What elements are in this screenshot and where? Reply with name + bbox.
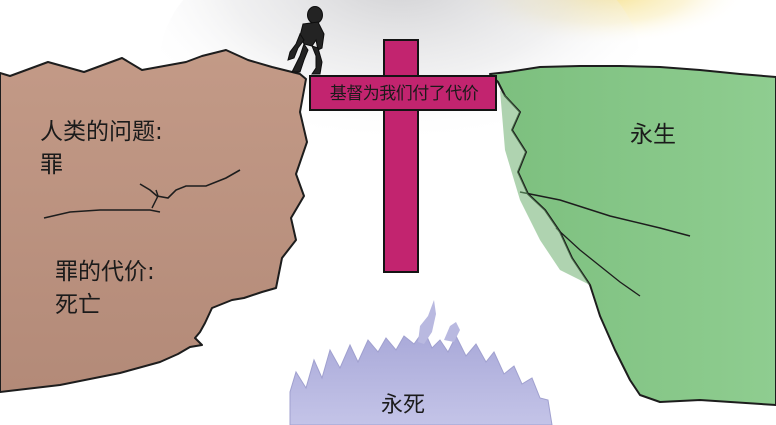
right-cliff-line-2 (555, 227, 641, 297)
eternal-death-label: 永死 (381, 393, 426, 418)
cross-banner-text: 基督为我们付了代价 (329, 84, 479, 104)
fire-flame-1 (418, 300, 436, 344)
left-cliff-crack-ridge (151, 189, 159, 209)
fire-flame-2 (444, 322, 460, 342)
price-of-sin-label: 罪的代价: (55, 259, 155, 285)
left-cliff-crack-upper (139, 169, 241, 199)
death-label: 死亡 (55, 292, 101, 318)
eternal-life-label: 永生 (630, 122, 676, 148)
left-cliff-crack-lower (43, 209, 161, 219)
right-cliff-line-1 (519, 191, 691, 237)
cross-icon (309, 39, 497, 273)
left-cliff (0, 49, 308, 393)
sin-problem-label: 人类的问题: (40, 119, 163, 145)
right-cliff (489, 65, 776, 406)
person-icon (287, 6, 325, 75)
sin-label: 罪 (40, 152, 63, 178)
right-cliff-shadow (500, 90, 590, 285)
